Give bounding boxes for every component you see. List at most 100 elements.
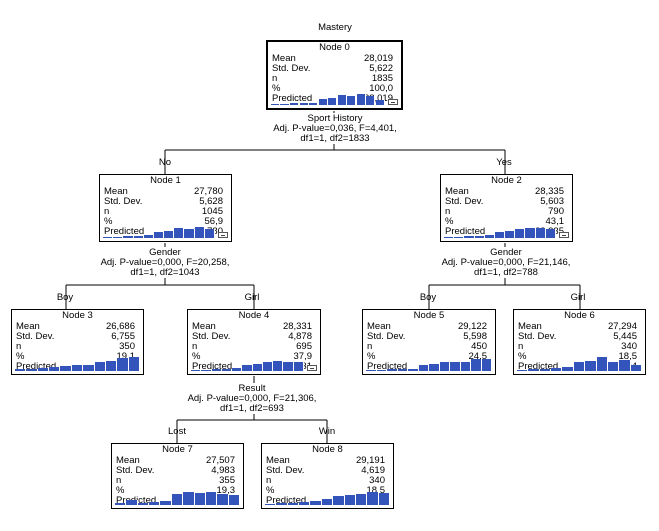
stat-row-std-dev: Std. Dev.4,619: [266, 466, 385, 476]
histogram-bar: [630, 365, 642, 371]
stat-row-n: n 340: [266, 476, 385, 486]
stat-value: 695: [296, 341, 312, 352]
stat-value: 5,603: [540, 196, 564, 207]
stat-row-std-dev: Std. Dev.5,622: [272, 64, 393, 74]
node-histogram: [103, 219, 215, 238]
stat-label: n: [272, 73, 278, 84]
branch-label-no: No: [158, 157, 172, 168]
histogram-bar: [545, 229, 556, 238]
histogram-bar: [83, 365, 95, 371]
node-title: Node 4: [238, 310, 270, 321]
stat-row-mean: Mean 29,191: [266, 456, 385, 466]
histogram-bar: [551, 368, 563, 371]
stat-label: n: [192, 341, 198, 352]
histogram-bar: [505, 231, 516, 238]
stat-label: %: [104, 216, 113, 227]
node-histogram: [115, 486, 240, 505]
stat-label: Predicted: [445, 226, 486, 237]
histogram-bar: [515, 228, 526, 238]
split-var-sport-history: Sport History: [307, 113, 363, 124]
histogram-bar: [280, 104, 290, 105]
stat-value: 5,445: [613, 331, 637, 342]
stat-value: 18,5: [618, 351, 638, 362]
stat-label: Std. Dev.: [16, 331, 55, 342]
split-stats-result: Adj. P-value=0,000, F=21,306,: [187, 393, 317, 404]
stat-label: n: [104, 206, 110, 217]
histogram-bar: [211, 369, 222, 371]
stat-value: 29,191: [355, 455, 385, 466]
stat-value: 6,755: [111, 331, 135, 342]
histogram-bar: [221, 369, 233, 371]
stat-value: 24,5: [468, 351, 488, 362]
stat-value: 450: [471, 341, 487, 352]
histogram-bar: [183, 491, 195, 505]
collapse-toggle-icon[interactable]: [218, 232, 228, 238]
stat-value: 4,983: [211, 465, 235, 476]
histogram-bar: [474, 236, 485, 238]
stat-label: Mean: [16, 321, 40, 332]
stat-label: Predicted: [192, 361, 233, 372]
histogram-bar: [321, 499, 334, 505]
histogram-bar: [201, 370, 212, 371]
stat-value: 4,619: [361, 465, 385, 476]
histogram-bar: [318, 99, 328, 105]
stat-label: Std. Dev.: [272, 63, 311, 74]
node-title: Node 0: [319, 42, 350, 53]
stat-label: Std. Dev.: [445, 196, 484, 207]
histogram-bar: [271, 104, 281, 105]
branch-label-win: Win: [318, 426, 336, 437]
stat-label: Mean: [116, 455, 140, 466]
histogram-bar: [265, 504, 277, 505]
collapse-toggle-icon[interactable]: [388, 99, 398, 105]
branch-label-yes: Yes: [496, 157, 512, 168]
histogram-bar: [194, 492, 206, 505]
collapse-toggle-icon[interactable]: [559, 232, 569, 238]
stat-label: %: [266, 485, 275, 496]
node-histogram: [271, 86, 385, 105]
stat-row-n: n 695: [192, 342, 312, 352]
stat-row-percent: %19,3: [116, 486, 235, 496]
stat-row-percent: %43,1: [445, 217, 564, 227]
stat-value: 4,878: [288, 331, 312, 342]
histogram-bar: [535, 227, 546, 238]
stat-value: 340: [369, 475, 385, 486]
split-df-gender-no: df1=1, df2=1043: [130, 267, 200, 278]
stat-label: Predicted: [104, 226, 145, 237]
histogram-bar: [450, 362, 461, 371]
histogram-bar: [143, 235, 154, 238]
stat-label: Std. Dev.: [116, 465, 155, 476]
histogram-bar: [252, 364, 263, 371]
histogram-bar: [15, 369, 27, 371]
histogram-bar: [528, 369, 540, 371]
stat-label: Mean: [367, 321, 391, 332]
stat-label: Mean: [266, 455, 290, 466]
stat-row-std-dev: Std. Dev. 6,755: [16, 332, 135, 342]
histogram-bar: [346, 95, 357, 105]
collapse-toggle-icon[interactable]: [307, 365, 317, 371]
histogram-bar: [573, 361, 586, 371]
histogram-bar: [308, 102, 319, 105]
split-df-gender-yes: df1=1, df2=788: [474, 267, 538, 278]
histogram-bar: [228, 494, 240, 505]
node-title: Node 5: [413, 310, 445, 321]
stat-value: 28,331: [282, 321, 312, 332]
histogram-bar: [310, 501, 322, 505]
stat-label: n: [266, 475, 272, 486]
histogram-bar: [103, 237, 114, 238]
histogram-bar: [333, 495, 345, 505]
histogram-bar: [539, 369, 552, 371]
stat-value: 56,9: [204, 216, 224, 227]
histogram-bar: [26, 369, 38, 371]
